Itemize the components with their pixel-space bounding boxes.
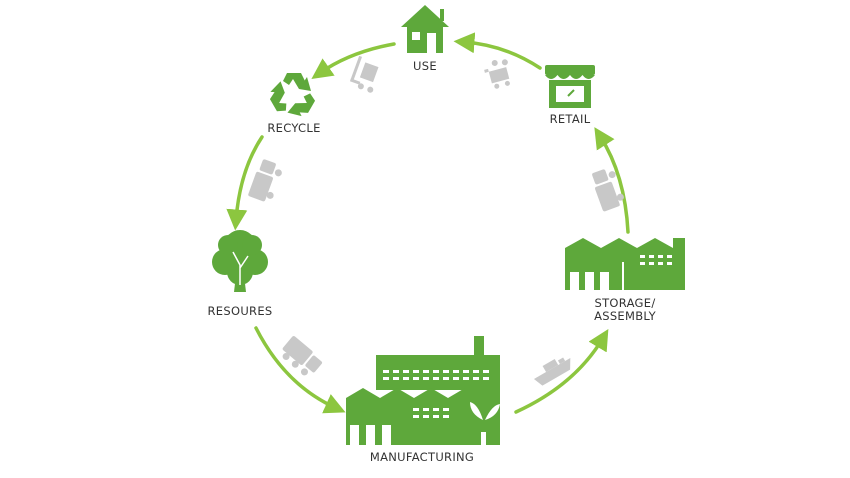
forklift-icon [349, 55, 379, 93]
arrow-recycle-to-resources [226, 135, 264, 231]
truck-icon [282, 336, 323, 376]
arrow-use-to-recycle [311, 42, 396, 80]
stage-label-manufacturing: MANUFACTURING [369, 450, 475, 464]
warehouse-icon [565, 238, 685, 290]
ship-icon [533, 357, 571, 386]
stage-label-storage: STORAGE/ [594, 296, 656, 310]
arrow-storage-to-retail [594, 127, 630, 234]
truck-icon [592, 169, 624, 212]
arrow-resources-to-manufacturing [254, 326, 346, 414]
arrow-manufacturing-to-storage [514, 328, 609, 414]
shop-icon [545, 65, 595, 108]
stage-label-use: USE [413, 59, 437, 73]
recycle-icon [269, 73, 316, 117]
stage-label-recycle: RECYCLE [267, 121, 321, 135]
arrow-retail-to-use [453, 32, 542, 70]
stage-label-assembly: ASSEMBLY [594, 309, 656, 323]
truck-icon [248, 159, 282, 202]
stage-label-resources: RESOURES [207, 304, 273, 318]
shopping-cart-icon [484, 59, 510, 89]
tree-icon [212, 230, 268, 292]
stage-label-retail: RETAIL [549, 112, 591, 126]
factory-icon [346, 336, 500, 445]
house-icon [401, 5, 449, 53]
